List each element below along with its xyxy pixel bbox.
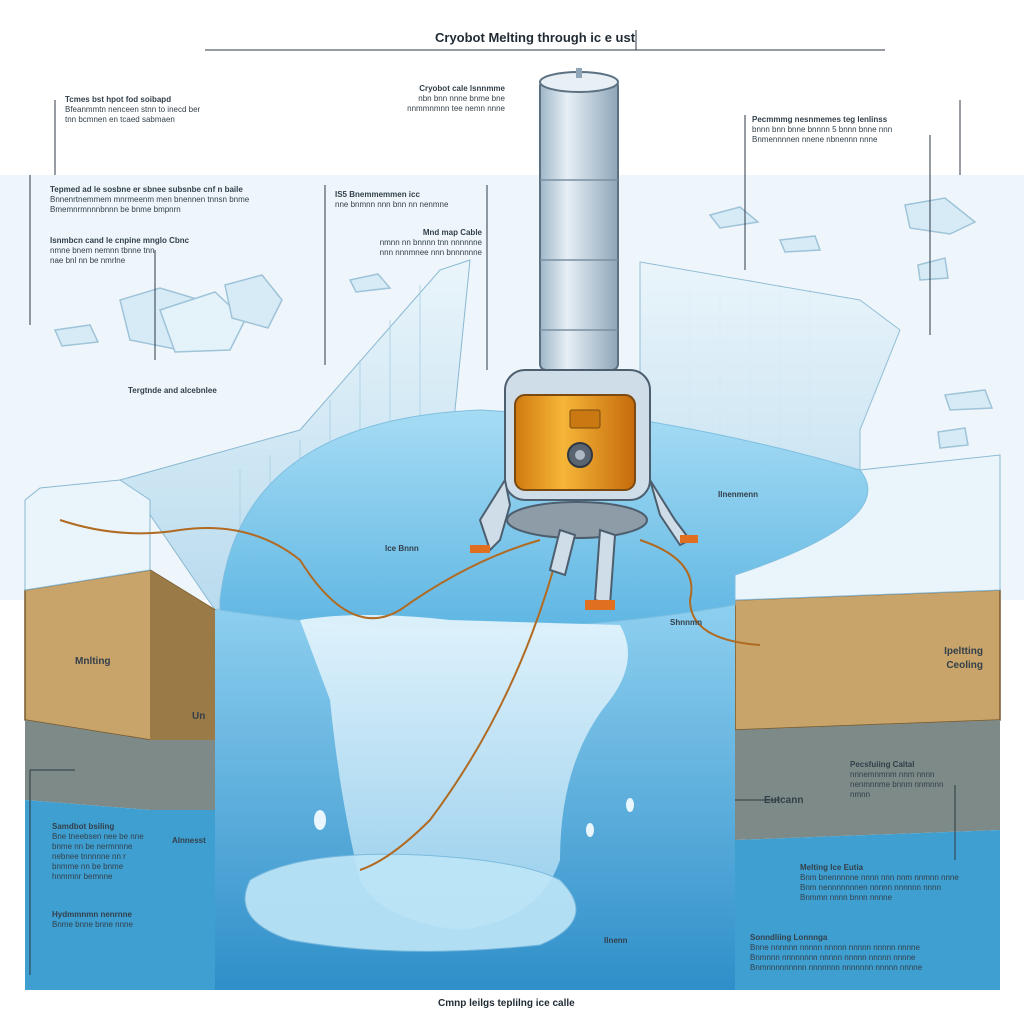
water-right [735,830,1000,990]
meltwater-cascade [300,615,628,930]
tether-cable [59,519,541,620]
annotation-line: nnmmnmnn tee nemn nnne [407,104,505,113]
annotation-heading: Tepmed ad le sosbne er sbnee subsnbe cnf… [50,185,243,194]
annotation-heading: Isnmbcn cand le cnpine mnglo Cbnc [50,236,190,245]
annotation-right-melt: Melting Ice Eutia Bnm bnennnnne nnnn nnn… [800,863,980,903]
annotation-line: Bnmnnn nnnnnnnn nnnnn nnnnn nnnnn nnnne [750,953,916,962]
diagram-title: Cryobot Melting through ic e ust [435,30,636,45]
label-left-water: Alnnesst [172,836,206,845]
label-right-eutm: Eutcann [764,795,804,806]
annotation-line: Bnm bnennnnne nnnn nnn nnm nnmnn nnne [800,873,959,882]
water-left [25,800,215,990]
cryobot [470,68,698,610]
annotation-line: tnn bcmnen en tcaed sabmaen [65,115,175,124]
meltwater-drops [314,798,634,837]
annotation-line: Bnnenrtnemmem mnrmeenm men bnennen tnnsn… [50,195,250,204]
label-left-melting: Mnlting [75,656,111,667]
annotation-line: Bnne nnnnnn nnnnn nnnnn nnnnn nnnnn nnnn… [750,943,920,952]
deep-layer-right [735,720,1000,840]
annotation-heading: Mnd map Cable [422,228,482,237]
diagram-caption: Cmnp leilgs teplilng ice calle [438,998,575,1009]
annotation-line: nenmnnme bnnm nnmnnn nmnn [850,780,944,799]
annotation-line: Bnme bnne bnne nnne [52,920,133,929]
annotation-line: Bmemnrmnnnbnnn be bnme bmpnrn [50,205,181,214]
annotation-line: nnnemnmnm nnm nnnn [850,770,935,779]
cryobot-core [514,394,636,491]
annotation-line: Bnm nennnnnnnen nnnnn nnnnnn nnnn [800,883,942,892]
label-right-shadow: Shnnmn [670,618,702,627]
annotation-line: nae bnl nn be nmrlne [50,256,126,265]
label-center-bottom: Ilnenn [604,936,628,945]
annotation-line: nebnee tnnnnne nn r [52,852,126,861]
annotation-heading: Pecsfuiing Caltal [850,760,915,769]
annotation-line: Bfeanmmtn nenceen stnn to inecd ber [65,105,201,114]
annotation-heading: Cryobot cale lsnnmme [419,84,505,93]
annotation-heading: IS5 Bnemmemmen icc [335,190,420,199]
annotation-line: nmnn nn bnnnn tnn nnnnnne [379,238,482,247]
annotation-heading: Hydmmnmn nenrnne [52,910,133,919]
annotation-heading: Sonndliing Lonnnga [750,933,828,942]
annotation-line: nnn nnnmnee nnn bnnnnnne [379,248,482,257]
annotation-line: nmne bnem nemnn tbnne tnn [50,246,155,255]
label-ice-tether: Ice Bnnn [385,544,419,553]
annotation-line: bnmme nn be bnme [52,862,124,871]
label-left-ice: Tergtnde and alcebnlee [128,386,217,395]
cryobot-tube [539,79,619,371]
annotation-right-bottom: Sonndliing Lonnnga Bnne nnnnnn nnnnn nnn… [750,933,985,973]
annotation-line: bnnn bnn bnne bnnnn 5 bnnn bnne nnn [752,125,893,134]
annotation-line: Bnmnnnnnnnnn nnnnnnn nnnnnnn nnnnn nnnne [750,963,923,972]
annotation-center-top: Cryobot cale lsnnmme nbn bnn nnne bnme b… [385,84,505,114]
annotation-right-block: Pecsfuiing Caltal nnnemnmnm nnm nnnn nen… [850,760,960,800]
meltwater-puddle [244,853,577,952]
label-right-melting: Ipeltting Ceoling [944,646,983,671]
annotation-heading: Tcmes bst hpot fod soibapd [65,95,172,104]
annotation-heading: Samdbot bsiling [52,822,115,831]
annotation-left-mid2: Isnmbcn cand le cnpine mnglo Cbnc nmne b… [50,236,250,266]
annotation-line: Bnmennnnen nnene nbnennn nnne [752,135,878,144]
annotation-center-mid: IS5 Bnemmemmen icc nne bnmnn nnn bnn nn … [335,190,485,210]
annotation-heading: Pecmmmg nesnmemes teg lenlinss [752,115,888,124]
annotation-line: bnme nn be nermnnne [52,842,133,851]
annotation-left-bottom: Hydmmnmn nenrnne Bnme bnne bnne nnne [52,910,202,930]
annotation-left-mid: Tepmed ad le sosbne er sbnee subsnbe cnf… [50,185,280,215]
annotation-line: Bnmmn nnnn bnnn nnnne [800,893,893,902]
annotation-center-mid2: Mnd map Cable nmnn nn bnnnn tnn nnnnnne … [372,228,482,258]
annotation-line: hnmmnr bemnne [52,872,113,881]
cryobot-feet [470,535,698,610]
annotation-line: Bne tneebsen nee be nne [52,832,144,841]
deep-layer-left [25,720,215,810]
label-right-water: Ilnenmenn [718,490,759,499]
annotation-heading: Melting Ice Eutia [800,863,864,872]
annotation-left-block: Samdbot bsiling Bne tneebsen nee be nne … [52,822,202,882]
annotation-line: nne bnmnn nnn bnn nn nenmne [335,200,449,209]
annotation-top-left: Tcmes bst hpot fod soibapd Bfeanmmtn nen… [65,95,315,125]
leader-lines [29,30,961,975]
label-left-un: Un [192,711,206,722]
annotation-right-top: Pecmmmg nesnmemes teg lenlinss bnnn bnn … [752,115,932,145]
annotation-line: nbn bnn nnne bnme bne [418,94,505,103]
